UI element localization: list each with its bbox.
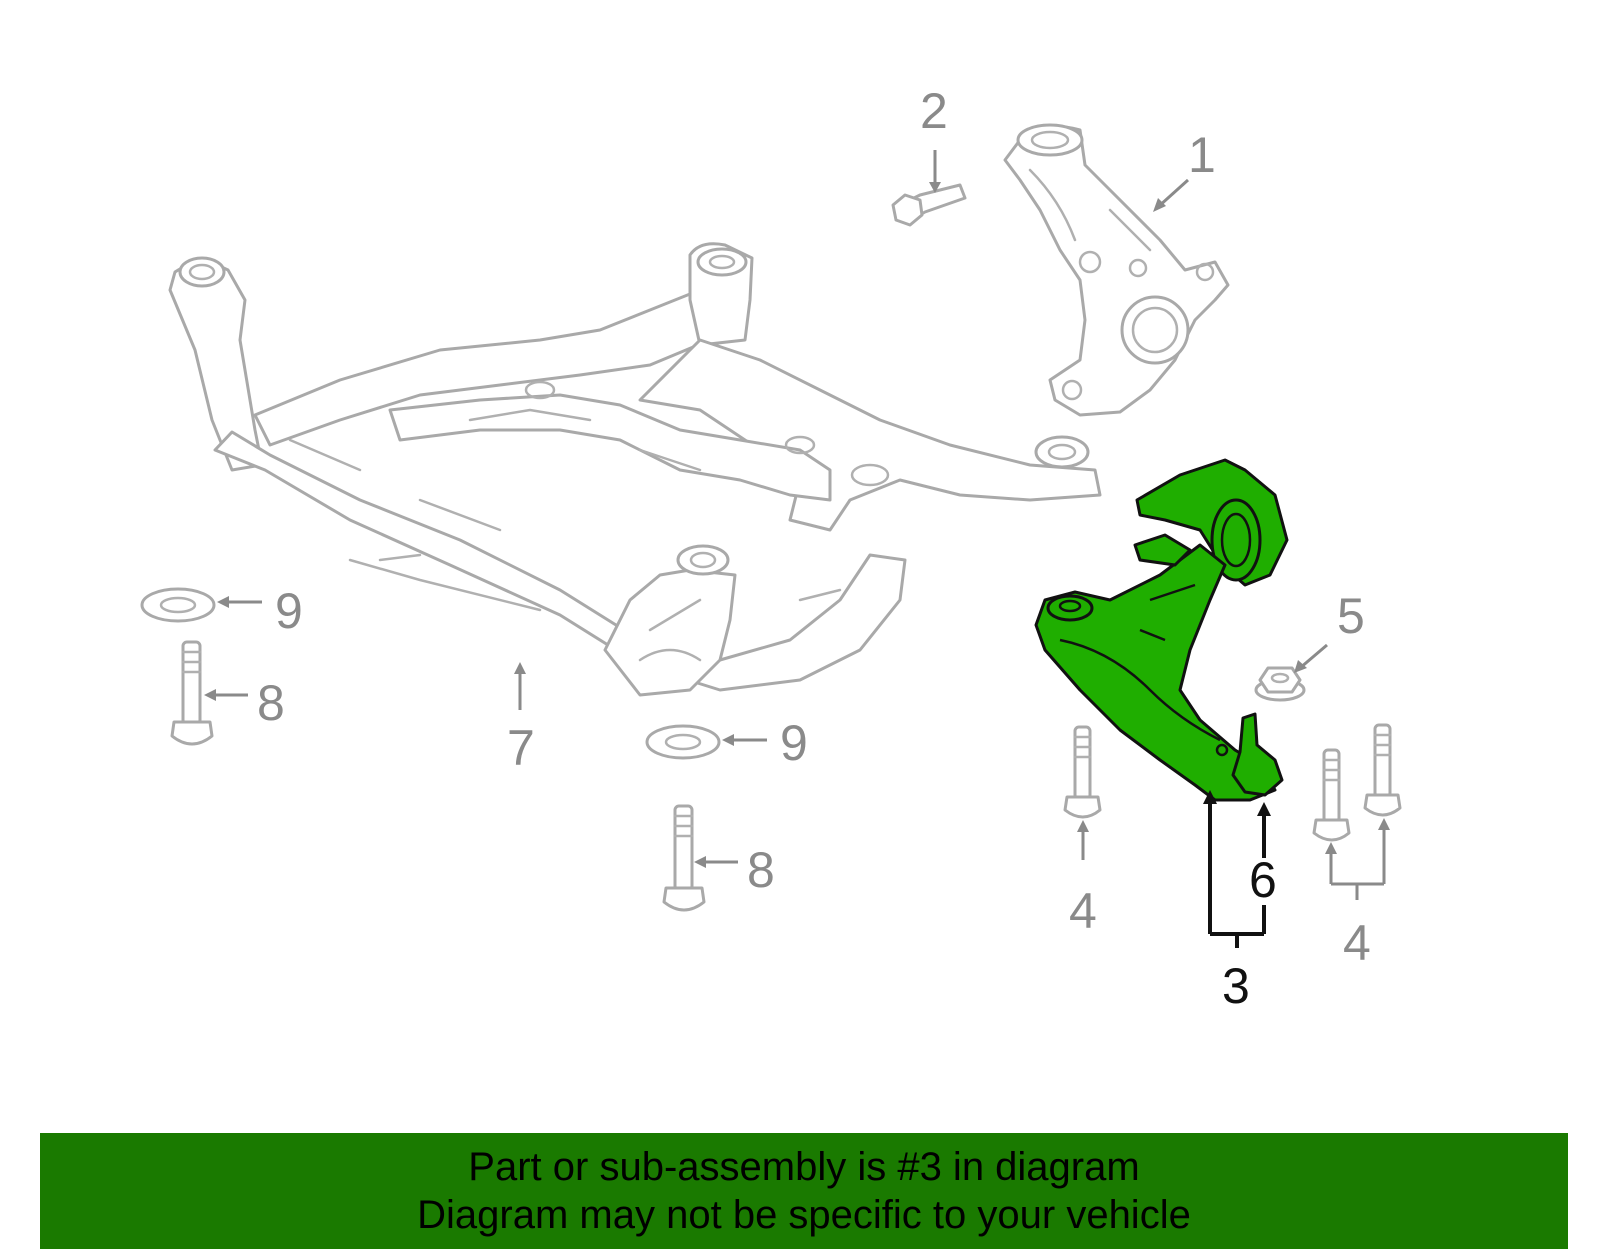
bolt-part-8-center [662, 804, 706, 912]
bolt-part-2 [891, 183, 967, 227]
lower-control-arm-highlighted [1034, 458, 1289, 802]
callout-7: 7 [507, 720, 535, 776]
callout-8-center: 8 [747, 842, 775, 898]
washer-part-9-left [140, 587, 216, 623]
banner-line-part: Part or sub-assembly is #3 in diagram [468, 1145, 1140, 1189]
callout-3: 3 [1222, 958, 1250, 1014]
callout-1: 1 [1188, 127, 1216, 183]
washer-part-9-center [645, 724, 721, 760]
bolt-part-4-right-b [1363, 723, 1402, 817]
bolt-part-4-left [1063, 725, 1102, 819]
callout-9-center: 9 [780, 715, 808, 771]
info-banner: Part or sub-assembly is #3 in diagram Di… [40, 1133, 1568, 1249]
banner-line-disclaimer: Diagram may not be specific to your vehi… [417, 1193, 1191, 1237]
callout-8-left: 8 [257, 675, 285, 731]
callout-labels: 1 2 3 4 4 5 6 7 8 8 9 9 [257, 83, 1371, 1014]
callout-6: 6 [1249, 852, 1277, 908]
leader-lines [204, 150, 1390, 948]
nut-part-5 [1254, 666, 1306, 702]
callout-9-left: 9 [275, 583, 303, 639]
callout-2: 2 [920, 83, 948, 139]
callout-4-right: 4 [1343, 915, 1371, 971]
callout-5: 5 [1337, 588, 1365, 644]
bolt-part-8-left [170, 640, 214, 746]
subframe-crossmember [168, 242, 1102, 697]
steering-knuckle [1003, 123, 1230, 417]
callout-4-left: 4 [1069, 883, 1097, 939]
bolt-part-4-right-a [1312, 748, 1351, 842]
